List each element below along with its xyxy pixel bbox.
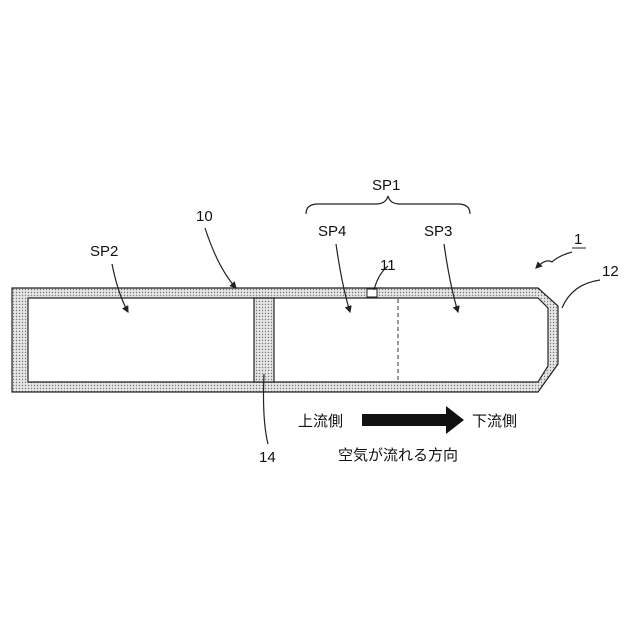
leader-12: [562, 280, 600, 308]
label-11: 11: [380, 257, 396, 274]
leader-sp4: [336, 244, 350, 312]
sp1-brace: [306, 196, 470, 214]
label-1: 1: [574, 231, 582, 248]
leader-10: [205, 228, 236, 288]
label-10: 10: [196, 208, 213, 225]
label-sp4: SP4: [318, 223, 346, 240]
label-flow-caption: 空気が流れる方向: [338, 446, 458, 464]
label-upstream: 上流側: [298, 412, 343, 430]
tube-top-wall: [12, 288, 558, 392]
leader-1: [536, 252, 572, 268]
label-sp3: SP3: [424, 223, 452, 240]
leader-sp3: [444, 244, 458, 312]
label-sp1: SP1: [372, 177, 400, 194]
label-sp2: SP2: [90, 243, 118, 260]
label-14: 14: [259, 449, 276, 466]
label-downstream: 下流側: [472, 412, 517, 430]
hole-11: [367, 289, 377, 297]
label-12: 12: [602, 263, 619, 280]
partition-14: [254, 298, 274, 382]
flow-arrow: [362, 406, 464, 434]
